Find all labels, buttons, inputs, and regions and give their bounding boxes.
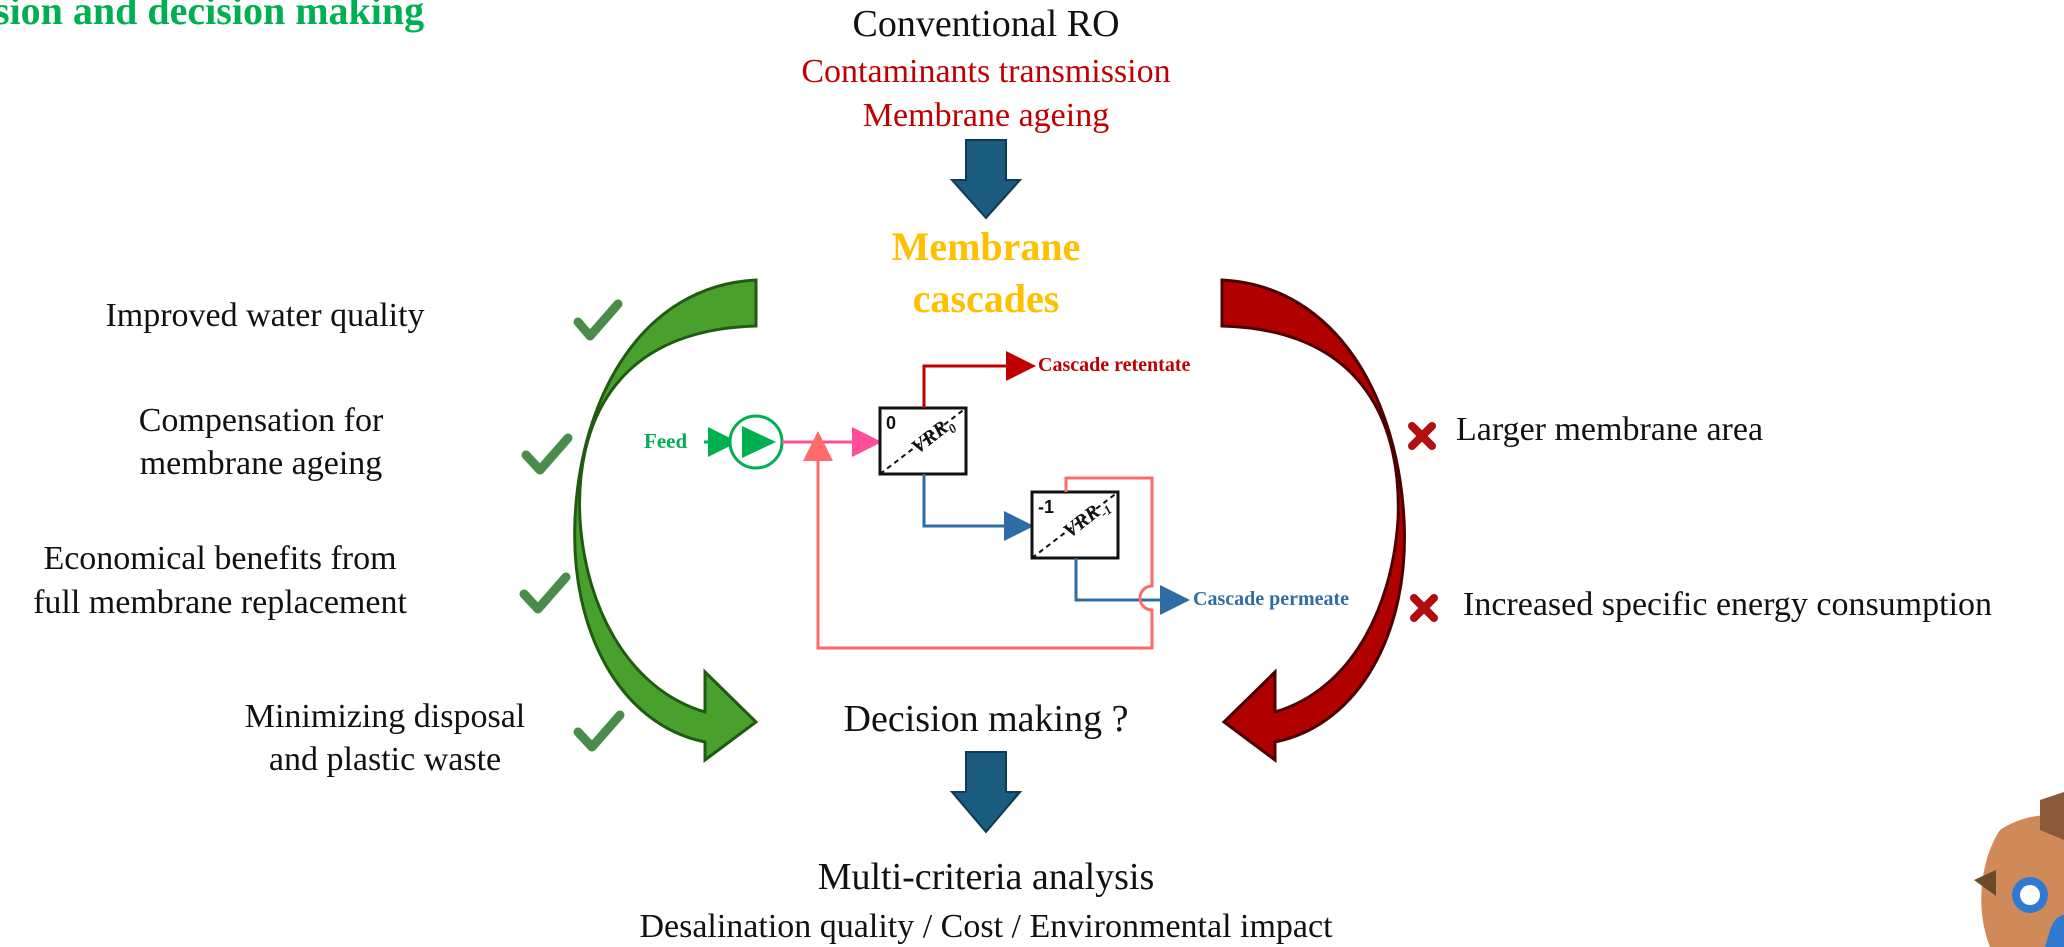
down-arrow-bottom (949, 751, 1023, 834)
logo-icon (1974, 792, 2064, 947)
advantage-2-line1: Compensation for (138, 402, 384, 439)
advantage-2-line2: membrane ageing (139, 445, 383, 482)
cross-icon-1 (1408, 422, 1436, 450)
advantage-4-line1: Minimizing disposal (244, 698, 526, 735)
green-curved-arrow (573, 278, 759, 763)
drawback-1: Larger membrane area (1456, 411, 1764, 448)
check-icon-4 (573, 710, 625, 752)
stage-0-box (878, 406, 968, 476)
slide-title: sion and decision making (0, 0, 425, 33)
advantage-1: Improved water quality (105, 297, 425, 334)
conventional-ro-title: Conventional RO (852, 3, 1120, 45)
stage-0-index: 0 (886, 413, 897, 433)
advantage-4-line2: and plastic waste (268, 741, 502, 778)
pump-icon (728, 414, 784, 470)
stage-1-box (1030, 490, 1120, 560)
stage-1-index: -1 (1038, 497, 1055, 517)
recycle-line (803, 431, 1154, 650)
problem-contaminants: Contaminants transmission (801, 53, 1171, 90)
multi-criteria-list: Desalination quality / Cost / Environmen… (639, 908, 1333, 945)
problem-ageing: Membrane ageing (862, 97, 1110, 134)
stage-0-permeate-line (922, 474, 1034, 541)
down-arrow-top (949, 139, 1023, 220)
check-icon-2 (521, 433, 573, 475)
check-icon-3 (519, 572, 571, 614)
check-icon-1 (573, 299, 623, 341)
cascade-title-line2: cascades (912, 276, 1060, 321)
cascade-retentate-label: Cascade retentate (1038, 354, 1191, 376)
cascade-title-line1: Membrane (891, 224, 1081, 269)
cross-icon-2 (1410, 594, 1438, 622)
retentate-line (922, 351, 1036, 408)
cascade-permeate-label: Cascade permeate (1193, 588, 1350, 610)
decision-making-label: Decision making ? (843, 698, 1129, 740)
drawback-2: Increased specific energy consumption (1463, 586, 1993, 623)
cascade-permeate-line (1074, 558, 1190, 615)
advantage-3-line1: Economical benefits from (43, 540, 397, 577)
advantage-3-line2: full membrane replacement (33, 584, 407, 621)
multi-criteria-title: Multi-criteria analysis (817, 856, 1155, 898)
red-curved-arrow (1220, 278, 1406, 763)
feed-label: Feed (644, 429, 688, 453)
